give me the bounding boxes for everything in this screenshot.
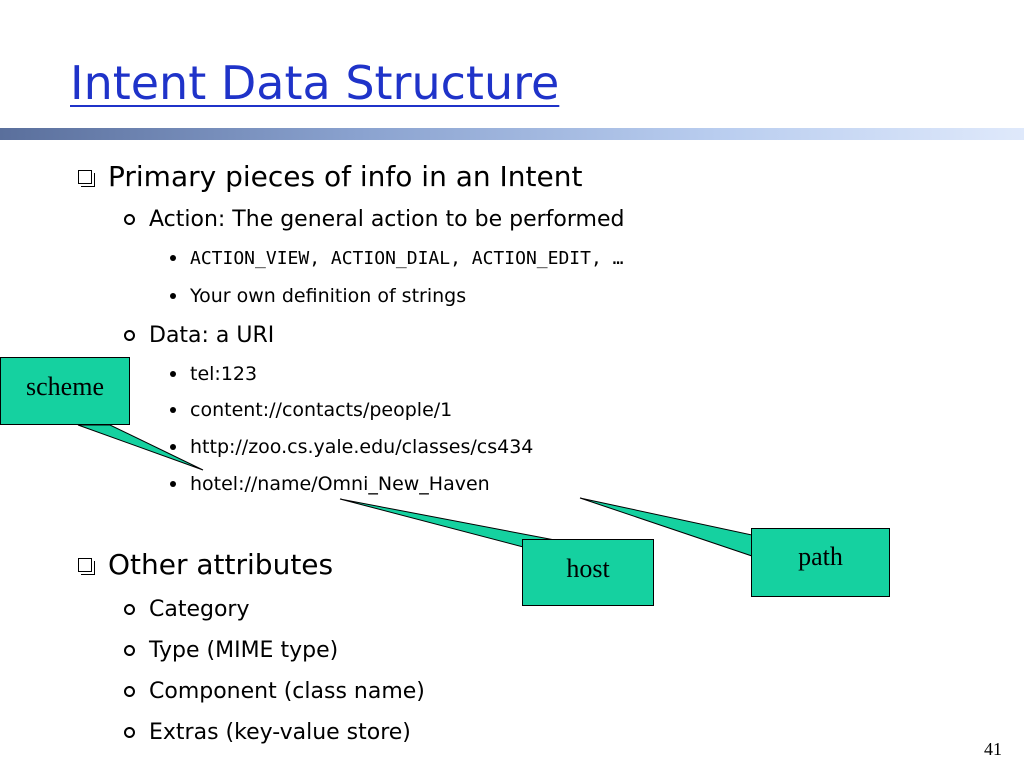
dot-bullet-icon <box>170 481 176 487</box>
circle-bullet-icon <box>124 604 135 615</box>
bullet-action-constants: ACTION_VIEW, ACTION_DIAL, ACTION_EDIT, … <box>170 246 623 271</box>
dot-bullet-icon <box>170 293 176 299</box>
bullet-extras: Extras (key-value store) <box>124 719 411 747</box>
host-callout: host <box>522 539 654 606</box>
circle-bullet-icon <box>124 686 135 697</box>
bullet-category: Category <box>124 596 250 624</box>
dot-bullet-icon <box>170 407 176 413</box>
circle-bullet-icon <box>124 727 135 738</box>
bullet-own-strings: Your own definition of strings <box>170 284 466 308</box>
bullet-uri-hotel: hotel://name/Omni_New_Haven <box>170 472 490 496</box>
page-number: 41 <box>984 739 1002 759</box>
bullet-action: Action: The general action to be perform… <box>124 206 624 234</box>
dot-bullet-icon <box>170 444 176 450</box>
bullet-other-attributes: Other attributes <box>78 548 333 582</box>
bullet-uri-content: content://contacts/people/1 <box>170 398 452 422</box>
square-bullet-icon <box>78 170 95 187</box>
bullet-primary-pieces: Primary pieces of info in an Intent <box>78 160 582 194</box>
path-callout: path <box>751 528 890 597</box>
circle-bullet-icon <box>124 645 135 656</box>
dot-bullet-icon <box>170 255 176 261</box>
bullet-component: Component (class name) <box>124 678 425 706</box>
page-title: Intent Data Structure <box>70 56 560 110</box>
bullet-uri-http: http://zoo.cs.yale.edu/classes/cs434 <box>170 435 533 459</box>
scheme-callout: scheme <box>0 357 130 425</box>
circle-bullet-icon <box>124 214 135 225</box>
title-divider <box>0 128 1024 140</box>
bullet-uri-tel: tel:123 <box>170 362 257 386</box>
bullet-type: Type (MIME type) <box>124 637 338 665</box>
bullet-data-uri: Data: a URI <box>124 322 274 350</box>
dot-bullet-icon <box>170 371 176 377</box>
circle-bullet-icon <box>124 330 135 341</box>
square-bullet-icon <box>78 558 95 575</box>
